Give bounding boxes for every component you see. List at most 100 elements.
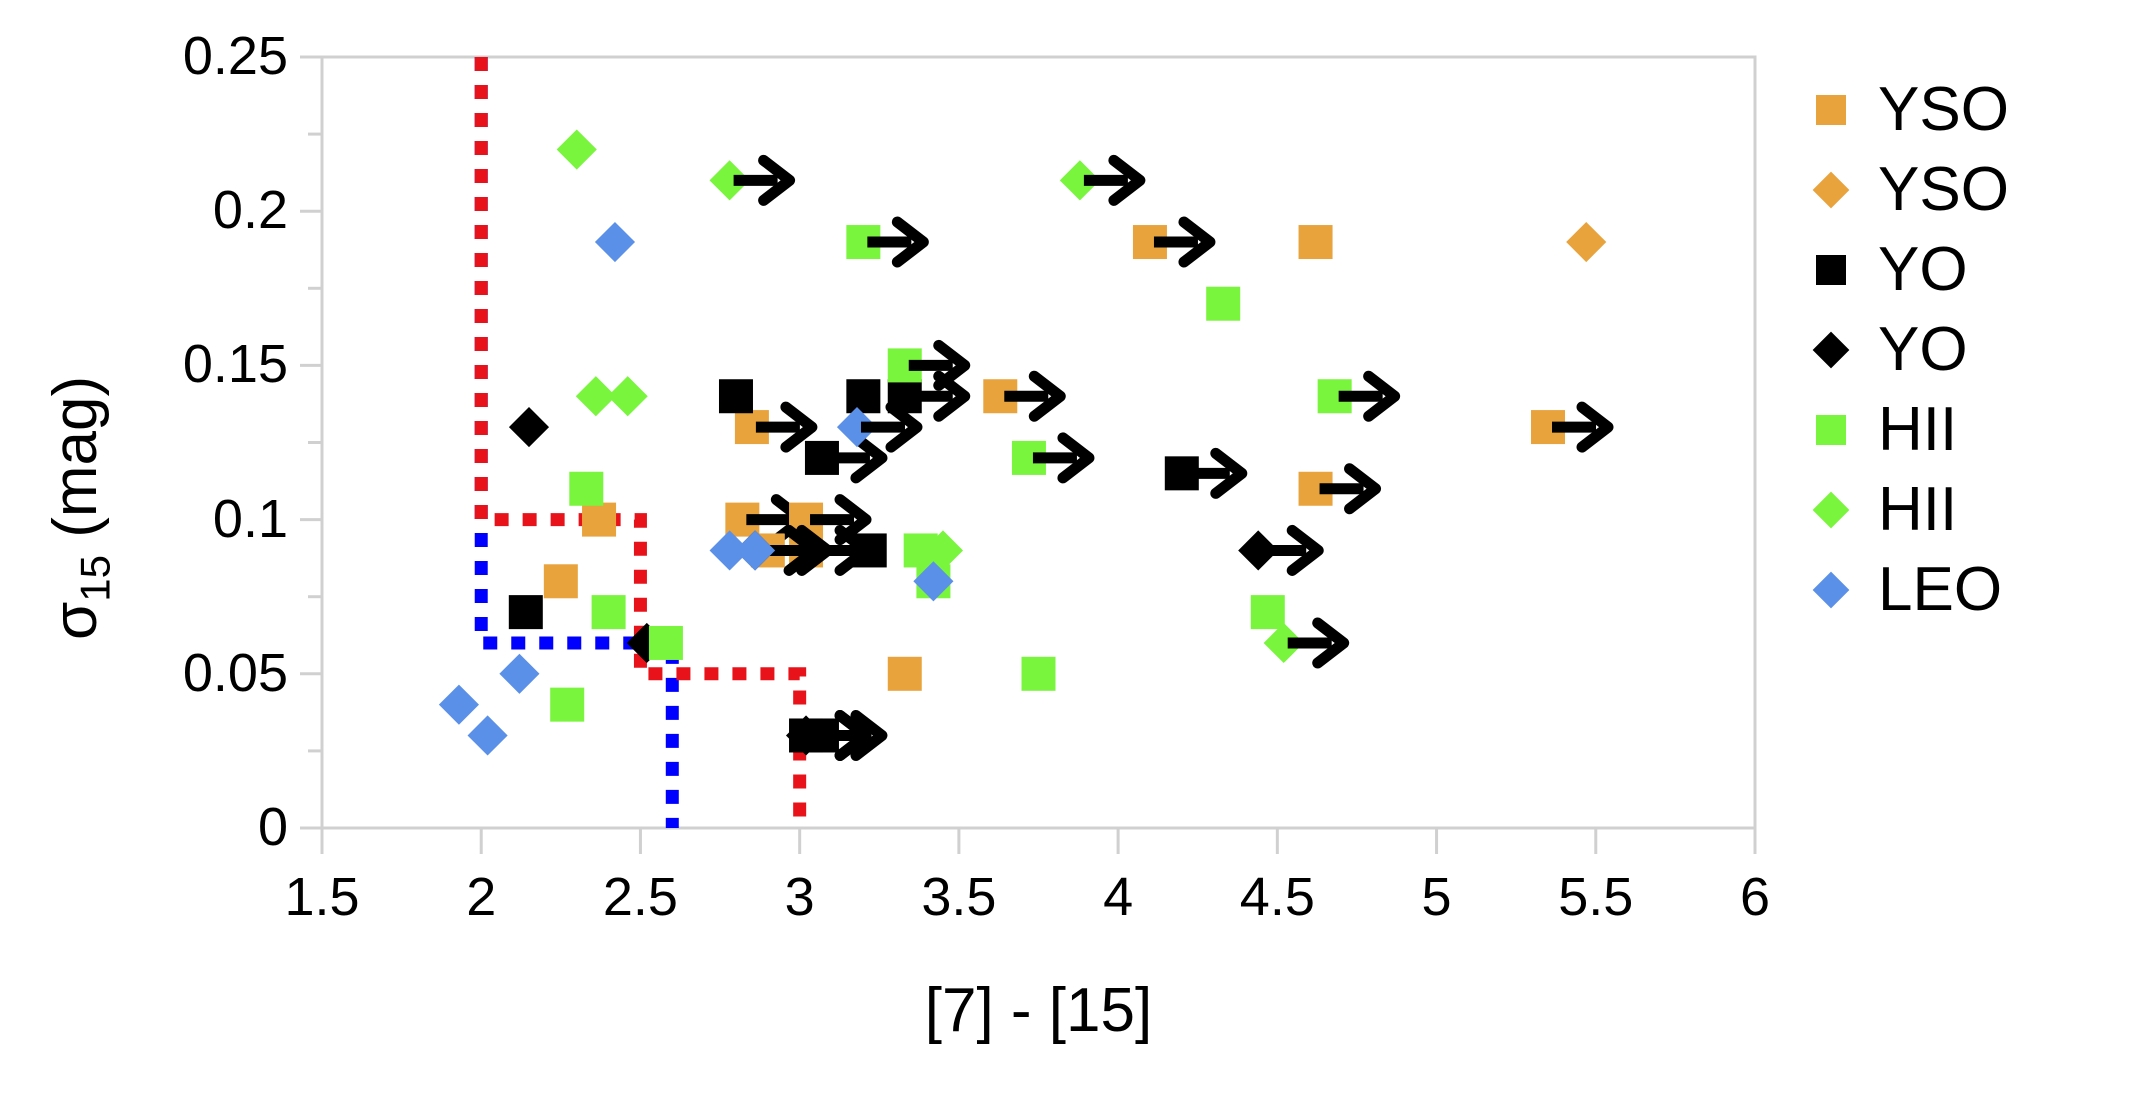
legend-item-label: LEO xyxy=(1878,555,2003,624)
data-point-leo-diamond xyxy=(836,401,923,453)
marker-square xyxy=(1021,656,1056,691)
legend-swatch-shape xyxy=(1816,255,1846,285)
data-point-hii-diamond xyxy=(1263,617,1350,669)
data-point-hii-diamond xyxy=(607,376,648,417)
legend-item-label: YSO xyxy=(1878,155,2009,224)
y-axis-tick-label: 0.15 xyxy=(182,334,288,395)
marker-square xyxy=(1206,286,1241,321)
upper-limit-arrow-icon xyxy=(810,709,872,761)
upper-limit-arrow-icon xyxy=(1153,216,1216,268)
data-point-yo-square xyxy=(1164,447,1248,499)
legend-item-yo-square[interactable]: YO xyxy=(1800,230,2130,310)
legend-diamond-icon xyxy=(1800,491,1862,529)
legend-item-leo-diamond[interactable]: LEO xyxy=(1800,550,2130,630)
y-axis-title: σ15 (mag) xyxy=(40,376,119,640)
legend-swatch-shape xyxy=(1812,331,1850,369)
upper-limit-arrow-icon xyxy=(908,339,971,391)
data-point-hii-square xyxy=(550,687,585,722)
data-point-hii-square xyxy=(1206,286,1241,321)
y-axis-tick-label: 0 xyxy=(257,797,288,857)
x-axis-tick-label: 2 xyxy=(466,867,497,927)
data-point-yso-square xyxy=(1298,463,1382,515)
x-axis-tick-label: 3 xyxy=(784,867,815,927)
legend-item-hii-square[interactable]: HII xyxy=(1800,390,2130,470)
x-axis-tick-label: 2.5 xyxy=(602,867,678,927)
marker-diamond xyxy=(1566,221,1607,263)
marker-square xyxy=(718,379,753,414)
marker-diamond xyxy=(556,129,597,170)
marker-diamond xyxy=(913,561,954,602)
legend-item-yo-diamond[interactable]: YO xyxy=(1800,310,2130,390)
marker-square xyxy=(852,533,887,568)
data-point-yso-square xyxy=(734,401,818,453)
upper-limit-arrow-icon xyxy=(1262,524,1324,576)
legend-item-hii-diamond[interactable]: HII xyxy=(1800,470,2130,550)
data-point-hii-square xyxy=(591,595,626,630)
upper-limit-arrow-icon xyxy=(1083,154,1146,206)
upper-limit-arrow-icon xyxy=(755,401,818,453)
data-point-leo-diamond xyxy=(709,530,750,571)
marker-square xyxy=(543,564,578,599)
legend-item-yso-square[interactable]: YSO xyxy=(1800,70,2130,150)
marker-square xyxy=(1298,225,1333,260)
data-point-yso-square xyxy=(1298,225,1333,260)
data-point-yso-square xyxy=(983,370,1066,422)
x-axis-tick-label: 6 xyxy=(1739,867,1771,927)
marker-square xyxy=(569,471,604,506)
marker-diamond xyxy=(499,653,540,694)
legend-swatch-shape xyxy=(1812,491,1850,529)
legend-item-yso-diamond[interactable]: YSO xyxy=(1800,150,2130,230)
marker-diamond xyxy=(508,407,550,448)
data-point-hii-square xyxy=(1021,656,1056,691)
data-point-hii-diamond xyxy=(1059,154,1146,206)
marker-diamond xyxy=(922,530,964,571)
marker-diamond xyxy=(785,715,827,756)
marker-diamond xyxy=(1263,622,1304,664)
data-point-hii-diamond xyxy=(575,376,616,417)
data-markers-layer xyxy=(438,129,1614,761)
data-point-yo-diamond xyxy=(1238,524,1324,576)
marker-square xyxy=(591,595,626,630)
marker-square xyxy=(1250,595,1285,630)
legend-swatch-shape xyxy=(1812,171,1850,209)
upper-limit-arrow-icon xyxy=(825,432,888,484)
data-point-hii-diamond xyxy=(556,129,597,170)
data-point-hii-square xyxy=(569,471,604,506)
marker-square xyxy=(582,502,617,537)
x-axis-tick-label: 5.5 xyxy=(1558,867,1634,927)
legend-item-label: YSO xyxy=(1878,75,2009,144)
legend-swatch-shape xyxy=(1812,571,1850,609)
data-point-leo-diamond xyxy=(499,653,540,694)
data-point-hii-square xyxy=(887,339,971,391)
legend-diamond-icon xyxy=(1800,331,1862,369)
data-point-hii-square xyxy=(1250,595,1285,630)
data-point-yo-square xyxy=(846,379,881,414)
data-point-yso-diamond xyxy=(1566,221,1607,263)
upper-limit-arrow-icon xyxy=(860,401,923,453)
legend-item-label: YO xyxy=(1878,315,1968,384)
x-axis-tick-label: 3.5 xyxy=(921,867,997,927)
red-selection-boundary xyxy=(474,57,807,828)
marker-diamond xyxy=(709,160,750,201)
y-axis-unit: (mag) xyxy=(41,375,110,538)
marker-square xyxy=(887,656,922,691)
upper-limit-arrow-icon xyxy=(1338,370,1401,422)
y-axis-tick-label: 0.1 xyxy=(212,488,288,549)
legend-item-label: HII xyxy=(1878,395,1958,464)
x-axis-tick-label: 4.5 xyxy=(1239,867,1315,927)
marker-square xyxy=(508,595,543,630)
legend-diamond-icon xyxy=(1800,171,1862,209)
upper-limit-arrow-icon xyxy=(1185,447,1248,499)
upper-limit-arrow-icon xyxy=(1552,401,1614,453)
data-point-leo-diamond xyxy=(438,684,479,725)
legend-square-icon xyxy=(1800,95,1862,125)
x-axis-tick-label: 5 xyxy=(1421,867,1452,927)
data-point-leo-diamond xyxy=(913,561,954,602)
data-point-hii-square xyxy=(1317,370,1401,422)
marker-diamond xyxy=(836,407,878,448)
data-point-hii-square xyxy=(846,216,929,268)
marker-diamond xyxy=(594,221,636,263)
data-point-yo-square xyxy=(508,595,543,630)
data-point-yo-diamond xyxy=(785,709,872,761)
